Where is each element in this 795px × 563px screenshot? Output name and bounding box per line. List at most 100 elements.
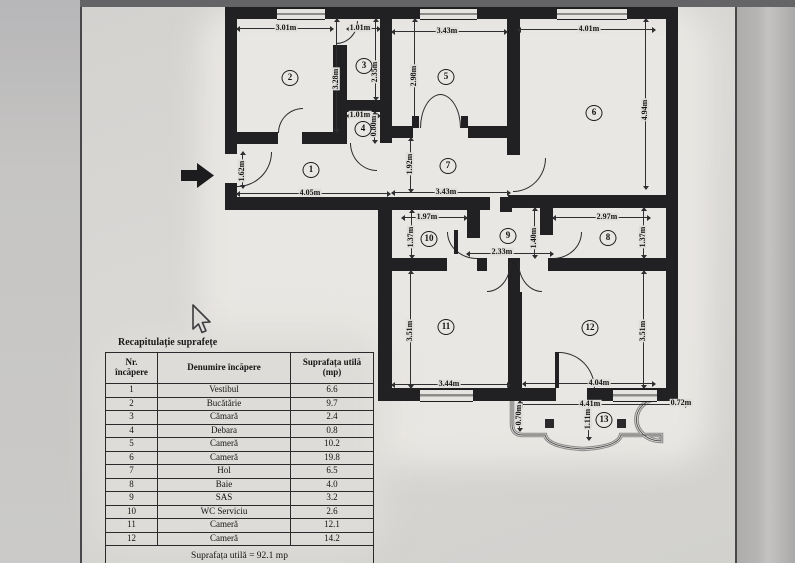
wall-segment: [508, 292, 522, 388]
table-cell: 4.0: [290, 477, 374, 492]
table-cell: 6.6: [290, 383, 374, 398]
photo-right-margin: [737, 0, 795, 563]
table-header-cell: Nr.încăpere: [105, 352, 158, 384]
window: [613, 389, 657, 402]
room-number-badge: 3: [355, 58, 373, 74]
dimension-label: 2.98m: [408, 64, 419, 88]
dimension-label: 1.97m: [415, 211, 439, 222]
door-leaf: [412, 116, 419, 128]
room-number-badge: 13: [595, 412, 613, 428]
photo-left-margin: [0, 0, 80, 563]
wall-segment: [548, 258, 678, 271]
table-cell: Hol: [157, 464, 291, 479]
wall-segment: [333, 100, 392, 112]
window: [420, 8, 477, 20]
wall-segment: [225, 197, 490, 210]
dimension-label: 4.41m: [578, 398, 602, 409]
dimension-label: 1.37m: [637, 225, 648, 249]
dimension-label: 1.01m: [348, 22, 372, 33]
wall-segment: [467, 210, 480, 238]
dimension-label: 3.43m: [434, 186, 458, 197]
table-cell: 10.2: [290, 437, 374, 452]
door-arc: [278, 108, 303, 133]
table-cell: Cameră: [157, 450, 291, 465]
table-cell: 11: [105, 518, 158, 533]
table-cell: 7: [105, 464, 158, 479]
door-arc: [420, 94, 441, 128]
room-number-badge: 11: [437, 319, 455, 335]
wall-segment: [392, 258, 447, 271]
room-number-badge: 12: [581, 320, 599, 336]
room-number-badge: 1: [302, 162, 320, 178]
areas-heading: Recapitulație suprafețe: [118, 337, 218, 348]
wall-segment: [507, 7, 520, 155]
dimension-label: 1.11m: [582, 407, 593, 431]
wall-segment: [380, 126, 413, 138]
room-number-badge: 4: [354, 121, 372, 137]
top-bezel: [80, 0, 795, 7]
table-cell: 2: [105, 396, 158, 411]
door-arc: [447, 232, 477, 259]
seam-right: [735, 0, 737, 563]
table-cell: Debara: [157, 423, 291, 438]
dimension-label: 3.43m: [435, 25, 459, 36]
door-arc: [440, 94, 461, 128]
table-cell: Bucătărie: [157, 396, 291, 411]
dimension-label: 4.04m: [587, 377, 611, 388]
dimension-label: 3.01m: [274, 22, 298, 33]
dimension-label: 2.97m: [595, 211, 619, 222]
door-arc: [553, 232, 582, 259]
dimension-label: 0.70m: [513, 403, 524, 427]
table-cell: 8: [105, 477, 158, 492]
dimension-label: 4.94m: [639, 98, 650, 122]
door-leaf: [461, 116, 468, 128]
table-cell: Cameră: [157, 437, 291, 452]
wall-segment: [225, 7, 237, 154]
table-header-cell: Denumire încăpere: [157, 352, 291, 384]
table-cell: 2.4: [290, 410, 374, 425]
table-cell: 3.2: [290, 491, 374, 506]
door-arc: [518, 262, 542, 292]
door-arc: [350, 143, 377, 171]
table-cell: Baie: [157, 477, 291, 492]
door-leaf: [555, 352, 559, 388]
room-number-badge: 9: [499, 228, 517, 244]
table-footer-cell: Suprafața utilă = 92.1 mp: [105, 545, 374, 563]
dimension-label: 1.01m: [348, 109, 372, 120]
table-cell: WC Serviciu: [157, 504, 291, 519]
table-cell: 6: [105, 450, 158, 465]
dimension-label: 1.37m: [405, 225, 416, 249]
wall-segment: [380, 19, 392, 143]
table-cell: 10: [105, 504, 158, 519]
entrance-arrow-icon: [181, 163, 214, 188]
mouse-cursor-icon: [192, 304, 211, 334]
balcony-outline: [509, 395, 664, 452]
table-cell: 12: [105, 531, 158, 546]
dimension-label: 1.40m: [528, 226, 539, 250]
table-cell: Cameră: [157, 518, 291, 533]
table-cell: 2.6: [290, 504, 374, 519]
window: [420, 389, 473, 402]
table-cell: 4: [105, 423, 158, 438]
table-cell: 19.8: [290, 450, 374, 465]
table-cell: 5: [105, 437, 158, 452]
wall-segment: [500, 197, 512, 212]
room-number-badge: 6: [585, 105, 603, 121]
dimension-line: [372, 18, 379, 101]
wall-segment: [225, 132, 278, 144]
wall-segment: [468, 126, 508, 138]
room-number-badge: 8: [599, 230, 617, 246]
